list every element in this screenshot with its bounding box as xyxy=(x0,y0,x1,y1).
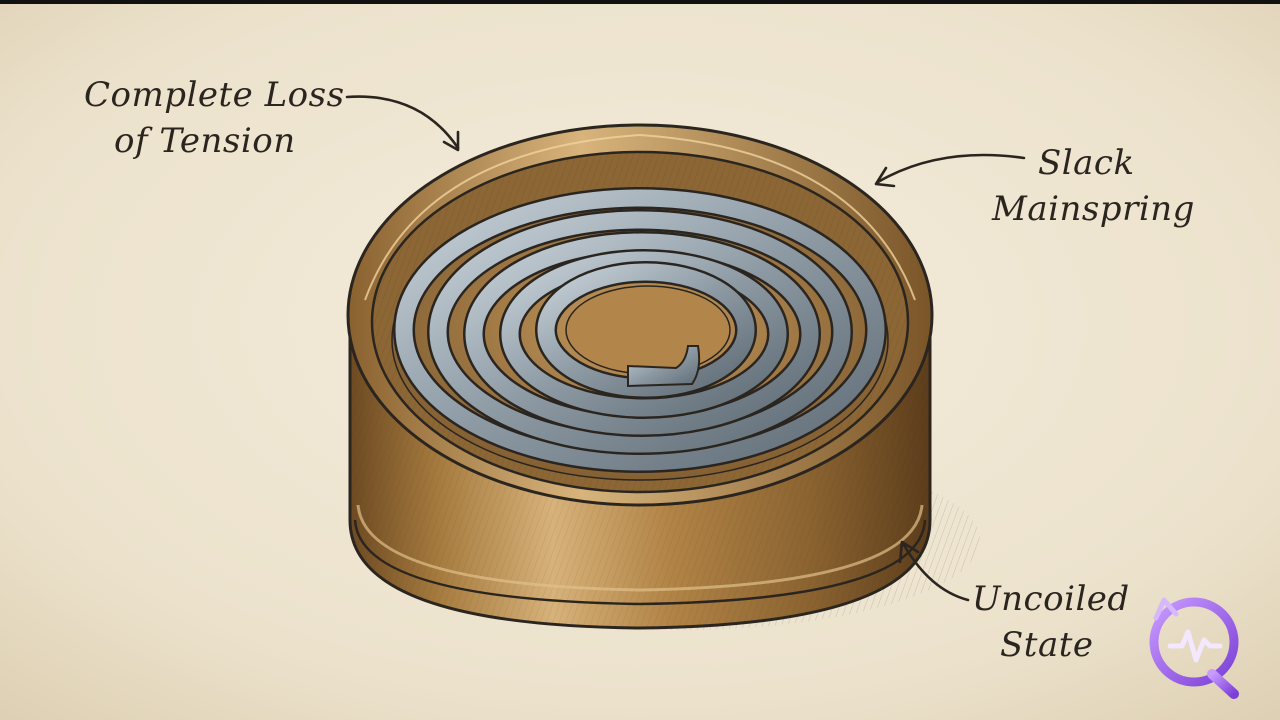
coil-ring xyxy=(429,211,851,453)
barrel-flange-highlight xyxy=(356,504,924,592)
label-slack-line2: Mainspring xyxy=(992,189,1195,229)
arrow-loss-of-tension-head xyxy=(442,130,460,152)
label-loss-line2: of Tension xyxy=(114,121,296,161)
label-uncoiled-state: Uncoiled State xyxy=(972,576,1130,668)
label-loss-line1: Complete Loss xyxy=(84,75,345,115)
label-complete-loss-of-tension: Complete Loss of Tension xyxy=(84,72,345,164)
coil-ring xyxy=(537,263,755,397)
coil-ring xyxy=(465,233,819,435)
mainspring-inner-hook xyxy=(627,345,701,388)
mainspring-coils xyxy=(393,187,887,473)
barrel-center-floor xyxy=(565,285,731,375)
coil-ring xyxy=(395,189,885,471)
label-uncoiled-line2: State xyxy=(1000,625,1094,665)
arrow-uncoiled-head xyxy=(898,540,920,564)
rim-highlight xyxy=(364,133,916,301)
arrow-loss-of-tension-icon xyxy=(345,95,460,150)
barrel-flange-line xyxy=(353,519,927,606)
label-uncoiled-line1: Uncoiled xyxy=(972,579,1130,619)
arrow-uncoiled-icon xyxy=(902,543,970,602)
label-slack-line1: Slack xyxy=(1038,143,1135,183)
arrow-slack-icon xyxy=(876,153,1026,184)
coil-ring xyxy=(501,251,787,417)
arrow-slack-head xyxy=(874,166,896,188)
label-slack-mainspring: Slack Mainspring xyxy=(992,140,1195,232)
top-black-strip xyxy=(0,0,1280,4)
annotation-arrows xyxy=(345,95,1026,602)
pulse-refresh-logo-icon xyxy=(1149,597,1239,699)
